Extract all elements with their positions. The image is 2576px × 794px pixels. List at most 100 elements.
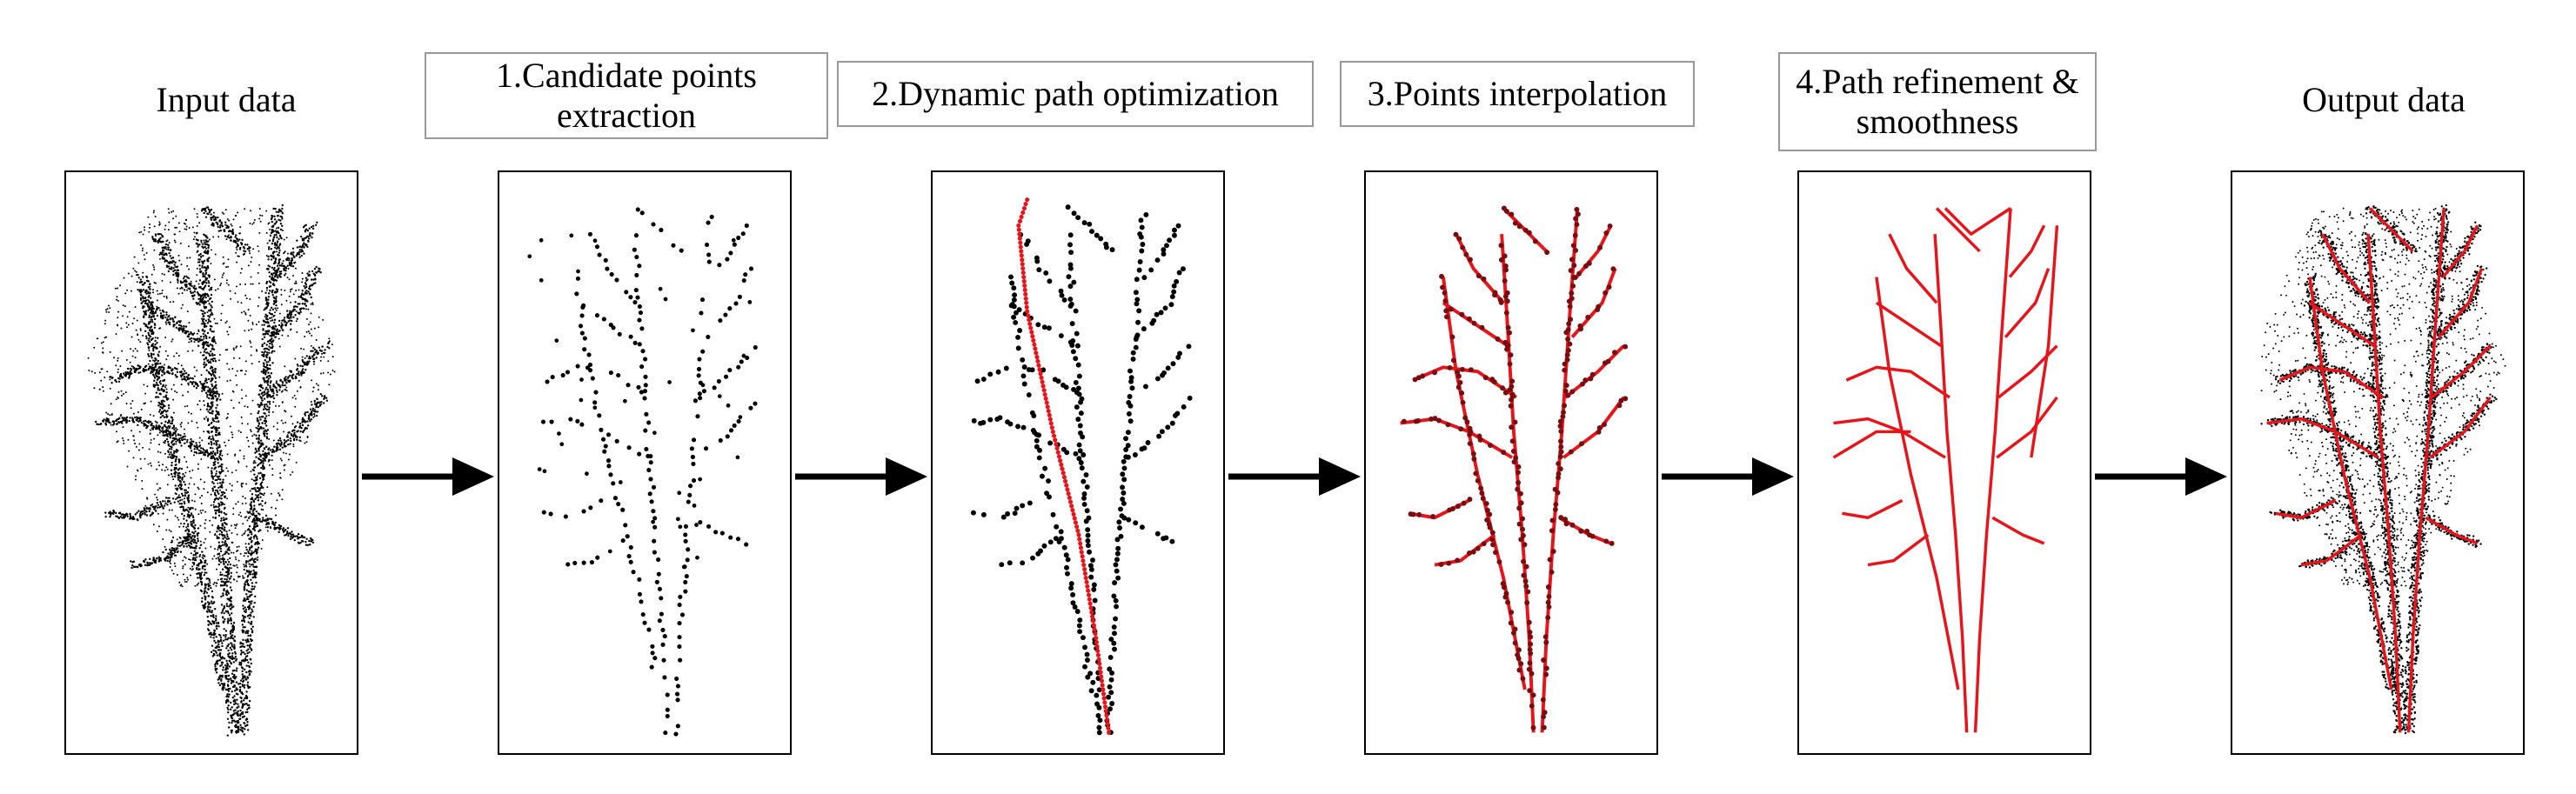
- point: [253, 508, 256, 510]
- foliage-point: [235, 246, 238, 249]
- point: [213, 608, 217, 611]
- point: [272, 268, 275, 271]
- point: [232, 710, 235, 712]
- point: [217, 641, 219, 644]
- point: [263, 405, 266, 409]
- point: [204, 451, 206, 455]
- point: [206, 417, 210, 420]
- foliage-point: [166, 518, 169, 521]
- point: [170, 450, 172, 454]
- foliage-point: [170, 550, 172, 552]
- point: [258, 448, 260, 451]
- foliage-point: [149, 291, 151, 294]
- foliage-point: [312, 416, 315, 418]
- point: [274, 272, 278, 275]
- point: [311, 270, 314, 273]
- point: [159, 312, 163, 315]
- foliage-point: [247, 264, 250, 267]
- point: [198, 577, 201, 579]
- point: [155, 346, 157, 349]
- point: [220, 519, 223, 522]
- foliage-point: [275, 222, 278, 224]
- point: [153, 506, 156, 509]
- foliage-point: [264, 501, 267, 504]
- foliage-point: [121, 420, 124, 423]
- point: [313, 274, 317, 277]
- point: [191, 558, 194, 561]
- point: [301, 303, 304, 305]
- point: [217, 682, 220, 684]
- point: [207, 361, 211, 364]
- point: [235, 237, 238, 240]
- point: [211, 633, 215, 636]
- point: [272, 339, 275, 342]
- point: [149, 283, 151, 285]
- point: [206, 628, 210, 631]
- foliage-point: [251, 478, 253, 481]
- point: [198, 261, 201, 264]
- point: [202, 448, 205, 451]
- point: [191, 507, 194, 510]
- point: [217, 456, 221, 458]
- foliage-point: [244, 516, 246, 518]
- point: [212, 330, 215, 333]
- point: [230, 701, 232, 704]
- point: [151, 428, 155, 430]
- point: [243, 660, 245, 663]
- point: [202, 554, 204, 557]
- foliage-point: [263, 492, 265, 495]
- foliage-point: [211, 216, 214, 218]
- input-tree-point-cloud: [87, 204, 336, 737]
- point: [299, 541, 302, 544]
- point: [244, 562, 248, 564]
- point: [209, 329, 211, 331]
- point: [207, 246, 210, 250]
- point: [270, 258, 273, 261]
- point: [234, 655, 238, 658]
- point: [204, 377, 207, 380]
- point: [205, 369, 208, 372]
- point: [223, 634, 225, 637]
- point: [192, 297, 195, 300]
- foliage-point: [247, 534, 250, 536]
- point: [273, 215, 276, 217]
- foliage-point: [225, 279, 228, 282]
- foliage-point: [189, 470, 191, 473]
- point: [201, 597, 204, 600]
- point: [230, 662, 233, 665]
- foliage-point: [244, 208, 246, 210]
- point: [278, 264, 281, 267]
- point: [151, 318, 154, 321]
- foliage-point: [236, 533, 238, 536]
- foliage-point: [231, 431, 233, 434]
- point: [158, 409, 162, 411]
- foliage-point: [151, 503, 154, 505]
- point: [312, 272, 315, 275]
- point: [184, 442, 186, 444]
- point: [169, 556, 172, 559]
- foliage-point: [191, 565, 194, 568]
- point: [241, 711, 244, 714]
- point: [236, 667, 238, 670]
- point: [145, 514, 149, 517]
- point: [205, 282, 208, 284]
- point: [317, 405, 320, 409]
- foliage-point: [245, 565, 248, 568]
- foliage-point: [238, 575, 241, 577]
- point: [271, 242, 274, 245]
- point: [194, 530, 197, 533]
- point: [228, 721, 231, 724]
- point: [294, 305, 297, 308]
- point: [315, 271, 318, 274]
- foliage-point: [254, 462, 257, 464]
- point: [304, 298, 307, 301]
- point: [271, 343, 273, 346]
- point: [222, 639, 225, 642]
- foliage-point: [256, 475, 258, 477]
- point: [266, 429, 270, 431]
- point: [203, 303, 205, 305]
- point: [224, 526, 226, 529]
- point: [253, 585, 256, 588]
- point: [224, 521, 226, 524]
- point: [215, 406, 217, 410]
